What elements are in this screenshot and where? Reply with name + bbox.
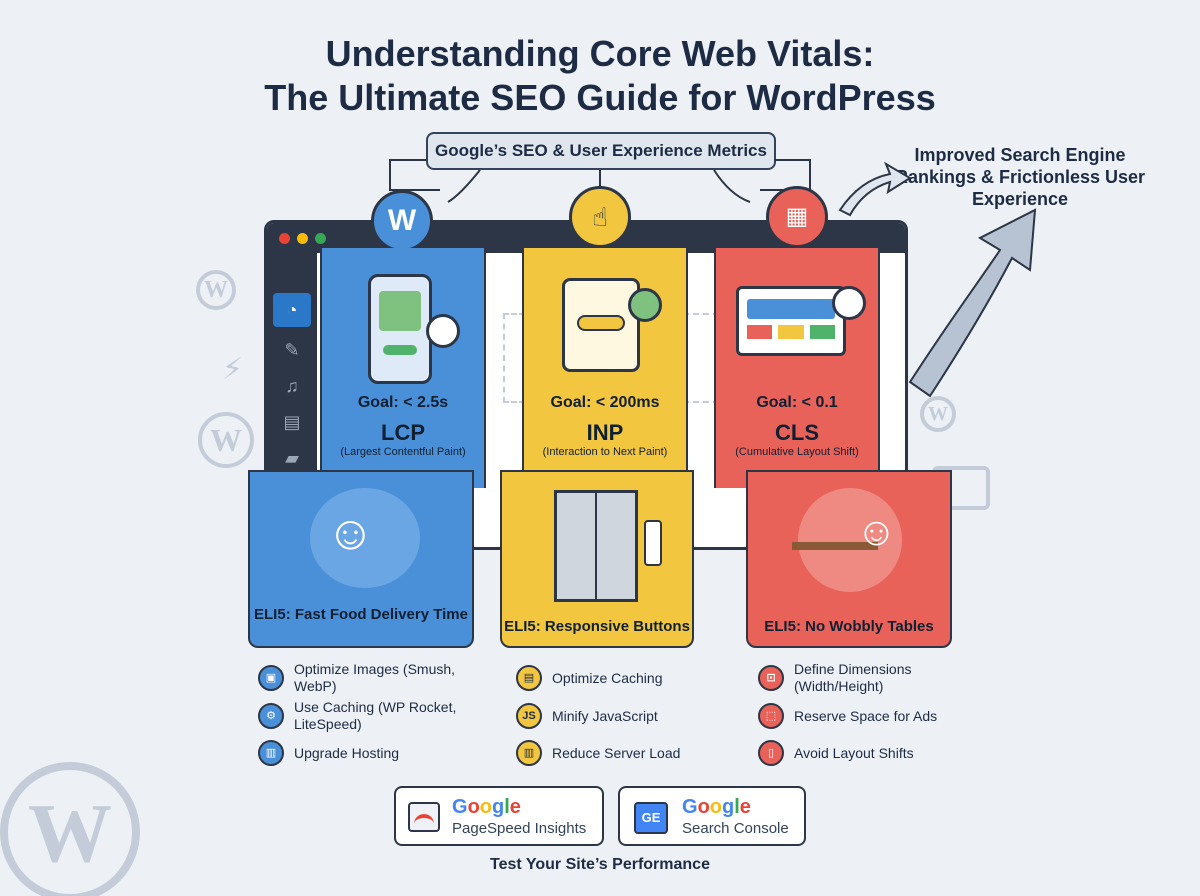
wordpress-ghost-icon: W [0, 762, 140, 896]
tip-text: Reserve Space for Ads [794, 707, 938, 724]
tip-item: ⊡ Define Dimensions (Width/Height) [758, 660, 958, 696]
cls-tips-list: ⊡ Define Dimensions (Width/Height) ⬚ Res… [758, 660, 958, 770]
dashboard-icon[interactable]: ◔ [273, 293, 311, 327]
google-logo-text: Google [452, 796, 521, 818]
gear-icon: ⚙ [258, 703, 284, 729]
cls-metric-name: CLS [775, 420, 819, 445]
inp-goal: Goal: < 200ms [550, 394, 660, 411]
maximize-dot-icon[interactable] [315, 233, 326, 244]
stopwatch-icon [832, 286, 866, 320]
cls-eli5-panel: ☺ ELI5: No Wobbly Tables [746, 470, 952, 648]
tip-item: ▣ Optimize Images (Smush, WebP) [258, 660, 478, 696]
cls-eli5: ELI5: No Wobbly Tables [764, 618, 934, 635]
lcp-column: Goal: < 2.5s LCP (Largest Contentful Pai… [320, 248, 486, 488]
tip-item: ▥ Reduce Server Load [516, 736, 716, 770]
stopwatch-icon [628, 288, 662, 322]
pagespeed-insights-card[interactable]: Google PageSpeed Insights [394, 786, 604, 846]
tip-text: Minify JavaScript [552, 707, 658, 724]
table-illustration [798, 488, 902, 592]
subtitle-banner: Google’s SEO & User Experience Metrics [426, 132, 776, 170]
title-line-1: Understanding Core Web Vitals: [325, 33, 875, 74]
elevator-button-icon [644, 520, 662, 566]
tip-text: Define Dimensions (Width/Height) [794, 661, 912, 694]
chef-icon: ☺ [326, 507, 376, 560]
footer-caption: Test Your Site’s Performance [490, 856, 710, 873]
tool-name: PageSpeed Insights [452, 820, 587, 837]
pin-icon[interactable]: ✎ [284, 340, 300, 360]
inp-eli5: ELI5: Responsive Buttons [504, 618, 690, 635]
tip-text: Avoid Layout Shifts [794, 744, 914, 761]
javascript-icon: JS [516, 703, 542, 729]
stopwatch-icon [426, 314, 460, 348]
server-icon: ▥ [258, 740, 284, 766]
tablet-icon [562, 278, 640, 372]
wordpress-icon: W [371, 190, 433, 252]
tip-item: ▤ Optimize Caching [516, 660, 716, 696]
phone-icon [368, 274, 432, 384]
inp-eli5-panel: ELI5: Responsive Buttons [500, 470, 694, 648]
cls-goal: Goal: < 0.1 [756, 394, 838, 411]
tool-name: Search Console [682, 820, 789, 837]
search-console-icon: GE [634, 802, 668, 834]
close-dot-icon[interactable] [279, 233, 290, 244]
dimensions-icon: ⊡ [758, 665, 784, 691]
table-icon [792, 542, 878, 550]
tip-text: Optimize Caching [552, 669, 663, 686]
tip-item: ⬚ Reserve Space for Ads [758, 696, 958, 736]
tip-text: Reduce Server Load [552, 744, 681, 761]
wordpress-ghost-icon: W [196, 270, 236, 310]
plugin-ghost-icon: ⚡ [222, 353, 244, 386]
image-icon: ▣ [258, 665, 284, 691]
cache-icon: ▤ [516, 665, 542, 691]
tip-item: ▥ Upgrade Hosting [258, 736, 478, 770]
wordpress-ghost-icon: W [198, 412, 254, 468]
inp-tips-list: ▤ Optimize Caching JS Minify JavaScript … [516, 660, 716, 770]
diner-icon: ☺ [856, 510, 897, 554]
inp-metric-name: INP [586, 420, 624, 445]
pages-icon[interactable]: ▤ [283, 412, 301, 432]
growth-arrow-icon [838, 161, 1037, 398]
lcp-eli5-panel: ☺ ELI5: Fast Food Delivery Time [248, 470, 474, 648]
layout-shift-icon: ▯ [758, 740, 784, 766]
laptop-icon [736, 286, 846, 356]
tip-text: Optimize Images (Smush, WebP) [294, 661, 456, 694]
google-logo-text: Google [682, 796, 751, 818]
lcp-tips-list: ▣ Optimize Images (Smush, WebP) ⚙ Use Ca… [258, 660, 478, 770]
wordpress-ghost-icon: W [920, 396, 956, 432]
tip-text: Upgrade Hosting [294, 744, 400, 761]
minimize-dot-icon[interactable] [297, 233, 308, 244]
tip-item: JS Minify JavaScript [516, 696, 716, 736]
tip-item: ⚙ Use Caching (WP Rocket, LiteSpeed) [258, 696, 478, 736]
comments-icon[interactable]: ▰ [285, 448, 299, 468]
tap-hand-icon: ☝ [569, 186, 631, 248]
ranking-benefit-text: Improved Search Engine Rankings & Fricti… [894, 145, 1146, 209]
lcp-metric-full: (Largest Contentful Paint) [340, 446, 466, 458]
cls-metric-full: (Cumulative Layout Shift) [735, 446, 859, 458]
chef-illustration [310, 488, 420, 588]
layout-shift-icon: ▦ [766, 186, 828, 248]
search-console-card[interactable]: GE Google Search Console [618, 786, 806, 846]
media-icon[interactable]: ♫ [285, 376, 299, 396]
inp-metric-full: (Interaction to Next Paint) [542, 446, 668, 458]
server-icon: ▥ [516, 740, 542, 766]
lcp-goal: Goal: < 2.5s [357, 394, 449, 411]
page-title: Understanding Core Web Vitals: The Ultim… [0, 32, 1200, 120]
ad-space-icon: ⬚ [758, 703, 784, 729]
cls-column: Goal: < 0.1 CLS (Cumulative Layout Shift… [714, 248, 880, 488]
lcp-eli5: ELI5: Fast Food Delivery Time [254, 606, 468, 623]
elevator-illustration [554, 490, 638, 602]
tip-item: ▯ Avoid Layout Shifts [758, 736, 958, 770]
title-line-2: The Ultimate SEO Guide for WordPress [264, 77, 936, 118]
gauge-icon [408, 802, 440, 832]
lcp-metric-name: LCP [381, 420, 425, 445]
tip-text: Use Caching (WP Rocket, LiteSpeed) [294, 699, 457, 732]
inp-column: Goal: < 200ms INP (Interaction to Next P… [522, 248, 688, 488]
